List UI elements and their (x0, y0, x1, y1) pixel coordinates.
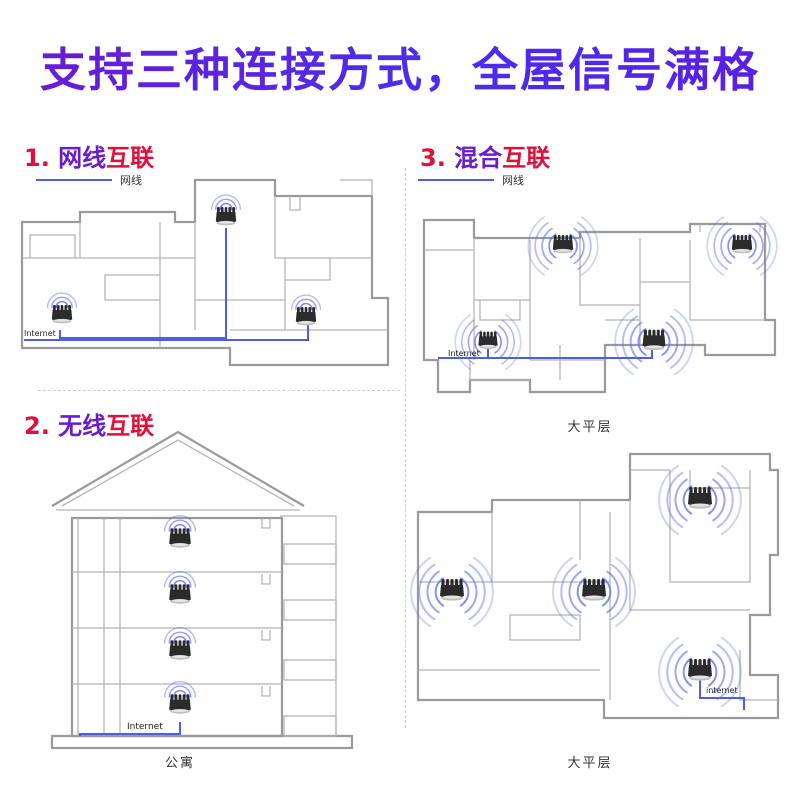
mesh-router-icon (614, 308, 694, 376)
wifi-waves-icon (614, 308, 694, 376)
floorplan-walls (416, 452, 780, 720)
section-title-wireless: 2. 无线互联 (24, 406, 154, 441)
legend-line (418, 179, 494, 181)
internet-label-hybrid: Internet (448, 349, 480, 358)
wifi-waves-icon (552, 557, 636, 627)
mesh-router-icon (46, 292, 78, 324)
mesh-router-icon (706, 216, 778, 276)
section-rest: 互联 (106, 144, 155, 172)
wifi-waves-icon (706, 216, 778, 276)
wifi-waves-icon (163, 515, 197, 532)
cable-wired-2 (59, 228, 227, 339)
section-rest: 互联 (106, 412, 155, 440)
mesh-router-icon (658, 465, 742, 535)
legend-label: 网线 (502, 174, 524, 187)
wifi-waves-icon (658, 465, 742, 535)
section-accent: 无线 (58, 412, 107, 440)
section-number: 1. (24, 144, 59, 172)
wifi-waves-icon (290, 294, 322, 311)
section-title-wired: 1. 网线互联 (24, 138, 154, 173)
section-number: 3. (420, 144, 455, 172)
section-rest: 互联 (502, 144, 551, 172)
wifi-waves-icon (410, 557, 494, 627)
internet-label-apartment: Internet (127, 722, 163, 732)
wifi-waves-icon (658, 637, 742, 707)
wifi-waves-icon (163, 571, 197, 588)
divider-horizontal (38, 390, 400, 391)
building-structure (50, 430, 354, 750)
page-headline: 支持三种连接方式，全屋信号满格 (0, 34, 800, 100)
caption-flat: 大平层 (567, 756, 613, 771)
wifi-waves-icon (163, 681, 197, 698)
cable-apartment (79, 722, 181, 736)
section-title-hybrid: 3. 混合互联 (420, 138, 550, 173)
legend-line (36, 179, 112, 181)
cable-wired-1 (24, 322, 309, 341)
wifi-waves-icon (46, 292, 78, 309)
legend-label: 网线 (120, 174, 142, 187)
mesh-router-icon (163, 515, 197, 548)
section-number: 2. (24, 412, 59, 440)
wifi-waves-icon (527, 216, 599, 276)
mesh-router-icon (454, 313, 522, 371)
mesh-router-icon (163, 571, 197, 604)
cable-flat (699, 680, 745, 710)
section-accent: 混合 (454, 144, 503, 172)
internet-label-flat: internet (706, 686, 738, 695)
caption-hybrid: 大平层 (567, 420, 613, 435)
mesh-router-icon (163, 681, 197, 714)
legend-cable: 网线 (36, 172, 142, 188)
mesh-router-icon (552, 557, 636, 627)
legend-cable: 网线 (418, 172, 524, 188)
internet-label-wired: Internet (24, 329, 56, 338)
mesh-router-icon (527, 216, 599, 276)
balcony-railings (283, 543, 337, 737)
mesh-router-icon (290, 294, 322, 326)
wifi-waves-icon (163, 627, 197, 644)
mesh-router-icon (210, 194, 242, 226)
divider-vertical (405, 168, 406, 728)
mesh-router-icon (410, 557, 494, 627)
mesh-router-icon (163, 627, 197, 660)
mesh-router-icon (658, 637, 742, 707)
caption-apartment: 公寓 (164, 756, 195, 771)
wifi-waves-icon (210, 194, 242, 211)
section-accent: 网线 (58, 144, 107, 172)
